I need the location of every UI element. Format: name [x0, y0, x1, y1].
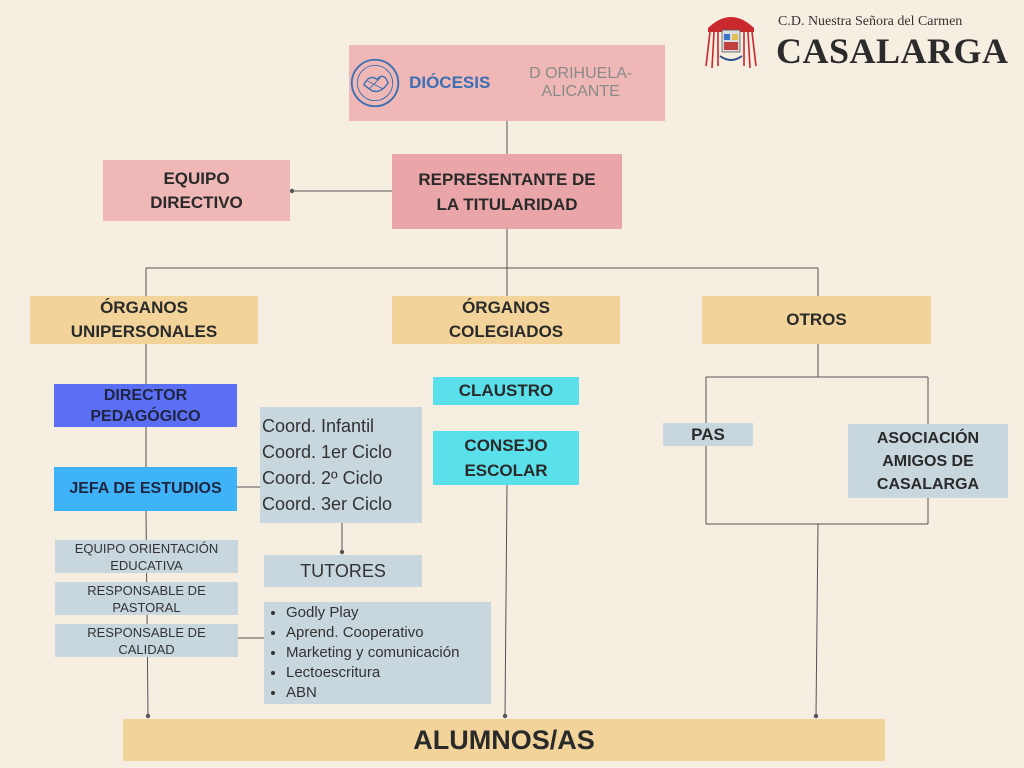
- label-line: COLEGIADOS: [448, 322, 564, 341]
- label-line: PASTORAL: [112, 599, 181, 615]
- equipo-directivo-box: EQUIPO DIRECTIVO: [103, 160, 290, 221]
- list-item: Aprend. Cooperativo: [286, 623, 459, 643]
- label-line: DIRECTIVO: [150, 192, 243, 212]
- director-pedagogico-box: DIRECTOR PEDAGÓGICO: [54, 384, 237, 427]
- crest-icon: [705, 17, 757, 69]
- coord-item: Coord. 2º Ciclo: [262, 468, 383, 488]
- label-line: ÓRGANOS: [462, 298, 550, 317]
- list-item: ABN: [286, 683, 459, 703]
- programas-box: Godly Play Aprend. Cooperativo Marketing…: [264, 602, 491, 704]
- list-item: Lectoescritura: [286, 663, 459, 683]
- alumnos-box: ALUMNOS/AS: [123, 719, 885, 761]
- label-line: ASOCIACIÓN: [876, 429, 980, 447]
- programas-list: Godly Play Aprend. Cooperativo Marketing…: [264, 603, 459, 703]
- label-line: RESPONSABLE DE: [87, 582, 206, 598]
- label-line: EDUCATIVA: [110, 557, 183, 573]
- responsable-calidad-box: RESPONSABLE DE CALIDAD: [55, 624, 238, 657]
- label-line: REPRESENTANTE DE: [418, 169, 596, 189]
- representante-box: REPRESENTANTE DE LA TITULARIDAD: [392, 154, 622, 229]
- organos-unipersonales-box: ÓRGANOS UNIPERSONALES: [30, 296, 258, 344]
- coord-item: Coord. 1er Ciclo: [262, 442, 393, 462]
- jefa-estudios-box: JEFA DE ESTUDIOS: [54, 467, 237, 511]
- claustro-box: CLAUSTRO: [433, 377, 579, 405]
- label-line: EQUIPO: [163, 168, 230, 188]
- list-item: Marketing y comunicación: [286, 643, 459, 663]
- consejo-escolar-box: CONSEJO ESCOLAR: [433, 431, 579, 485]
- responsable-pastoral-box: RESPONSABLE DE PASTORAL: [55, 582, 238, 615]
- coord-item: Coord. Infantil: [262, 416, 375, 436]
- equipo-orientacion-box: EQUIPO ORIENTACIÓN EDUCATIVA: [55, 540, 238, 573]
- label-line: DIRECTOR: [103, 386, 188, 404]
- label-line: UNIPERSONALES: [70, 322, 218, 341]
- diocese-seal-icon: [350, 58, 400, 108]
- school-logo: [700, 8, 762, 70]
- label-line: CASALARGA: [876, 475, 980, 493]
- label-line: EQUIPO ORIENTACIÓN: [74, 540, 219, 556]
- pas-box: PAS: [663, 423, 753, 446]
- organos-colegiados-box: ÓRGANOS COLEGIADOS: [392, 296, 620, 344]
- school-subtitle: C.D. Nuestra Señora del Carmen: [778, 14, 963, 29]
- diocese-word2: D ORIHUELA-ALICANTE: [529, 65, 633, 100]
- school-name: CASALARGA: [776, 31, 1009, 71]
- diocese-box: DIÓCESIS D ORIHUELA-ALICANTE: [349, 45, 665, 121]
- label-line: AMIGOS DE: [882, 452, 974, 470]
- coord-item: Coord. 3er Ciclo: [262, 494, 393, 514]
- coordinators-box: Coord. Infantil Coord. 1er Ciclo Coord. …: [260, 407, 422, 523]
- label-line: ESCOLAR: [464, 461, 548, 480]
- label-line: CONSEJO: [464, 436, 548, 455]
- label-line: RESPONSABLE DE: [87, 624, 206, 640]
- otros-box: OTROS: [702, 296, 931, 344]
- list-item: Godly Play: [286, 603, 459, 623]
- label-line: ÓRGANOS: [100, 298, 188, 317]
- asociacion-box: ASOCIACIÓN AMIGOS DE CASALARGA: [848, 424, 1008, 498]
- label-line: LA TITULARIDAD: [436, 194, 578, 214]
- label-line: CALIDAD: [118, 641, 175, 657]
- diocese-word1: DIÓCESIS: [409, 73, 491, 92]
- label-line: PEDAGÓGICO: [90, 407, 201, 425]
- tutores-box: TUTORES: [264, 555, 422, 587]
